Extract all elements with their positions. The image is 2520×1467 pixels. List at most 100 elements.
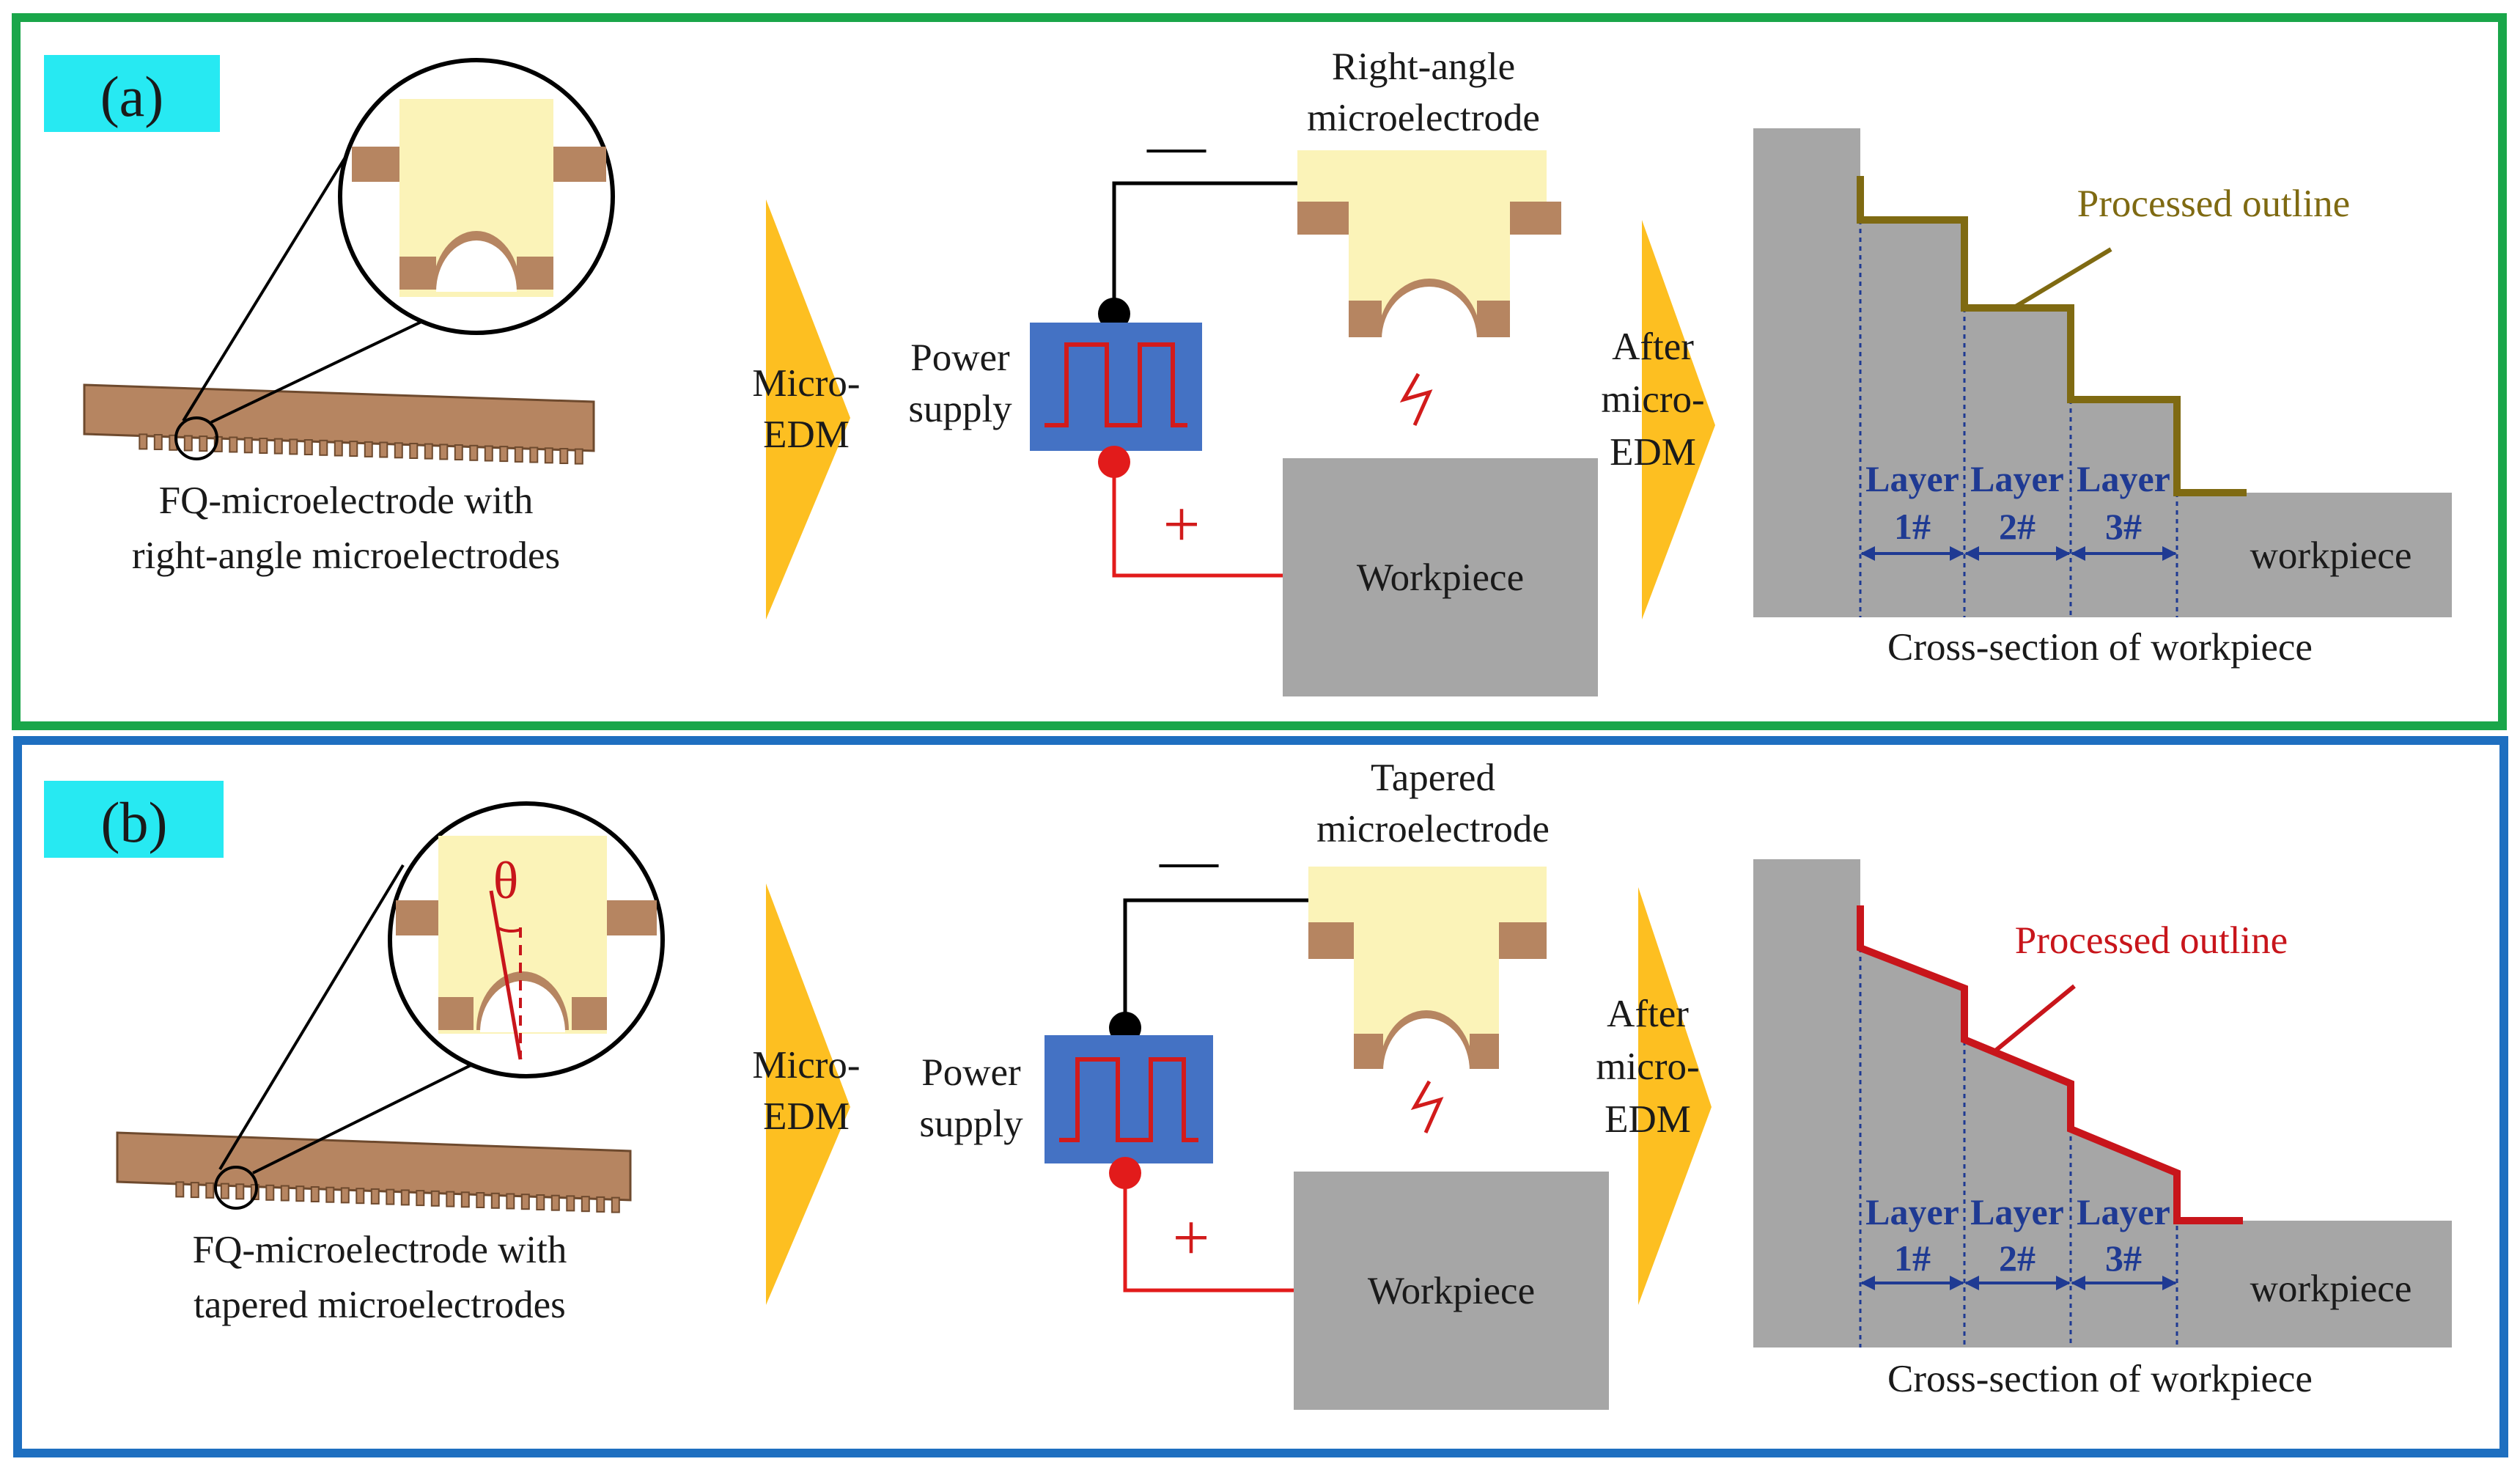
fq-electrode-tooth [460,1191,470,1208]
fq-electrode-tooth [439,444,449,460]
magnified-electrode-view [338,58,615,335]
fq-electrode-tooth [611,1196,620,1213]
fq-electrode-tooth [484,445,493,462]
fq-electrode-tooth [153,434,163,450]
magnified-electrode-step [352,147,399,182]
cross-section [1753,859,2452,1347]
electrode-shank [1297,150,1547,205]
magnified-electrode-hole [476,971,569,1030]
layer-number: 3# [2105,506,2142,547]
positive-wire [1112,473,1283,578]
workpiece-cross-section [1753,128,2452,617]
fq-electrode-tooth [581,1196,590,1213]
section-caption: Cross-section of workpiece [1887,626,2313,669]
cross-section [1753,128,2452,617]
fq-electrode-tooth [400,1189,410,1206]
negative-wire [1123,898,1308,1015]
fq-electrode-tooth [394,442,403,459]
fq-electrode-tooth [175,1181,185,1198]
fq-caption: tapered microelectrodes [194,1284,566,1326]
process-arrow-label: Micro- [752,362,860,405]
workpiece-cross-section [1753,859,2452,1347]
layer-number: 2# [1999,1238,2035,1279]
fq-electrode-bar [83,383,595,452]
electrode-shank [1308,867,1547,924]
fq-electrode-tooth [416,1190,425,1207]
electrode-label: microelectrode [1316,808,1550,850]
panel-a: (a) FQ-microelectrode with right-angle m… [12,13,2507,730]
fq-electrode-teeth [175,1181,620,1213]
panel-a-border [12,13,2507,730]
after-arrow [1642,220,1715,619]
zoom-target-circle [174,416,218,460]
panel-tag-box [44,55,220,132]
power-supply-box [1030,323,1202,451]
fq-electrode-tooth [243,437,253,454]
outline-leader [1992,984,2076,1054]
pulse-waveform-icon [1059,1057,1198,1142]
panel-b: (b) θ FQ-microelectrode with tapered mic… [13,736,2508,1457]
negative-sign: — [1159,828,1219,893]
fq-electrode-tooth [574,448,583,465]
fq-electrode-tooth [340,1187,350,1204]
layer-name: Layer [1970,458,2064,499]
layer-number: 1# [1894,506,1931,547]
magnified-electrode-cavity [480,981,565,1032]
power-supply [1030,181,1297,578]
fq-electrode-tooth [379,441,388,458]
fq-electrode-tooth [280,1185,290,1202]
positive-wire [1123,1184,1294,1293]
fq-electrode-tooth [205,1182,215,1199]
process-arrow [766,199,850,619]
layer-number: 2# [1999,506,2035,547]
outline-label: Processed outline [2077,183,2350,225]
spark-icon [1410,1080,1444,1134]
power-supply-box [1045,1035,1213,1163]
fq-electrode-tooth [520,1194,530,1210]
power-supply-label: supply [919,1103,1023,1145]
power-supply-label: Power [921,1051,1021,1094]
fq-caption: right-angle microelectrodes [132,534,560,577]
fq-electrode-tooth [199,435,208,452]
workpiece-label: Workpiece [1368,1270,1535,1312]
section-workpiece-label: workpiece [2250,534,2412,577]
magnified-electrode-tip [572,997,607,1030]
fq-electrode-tooth [355,1188,365,1205]
after-arrow-label: micro- [1596,1045,1699,1088]
electrode-step [1510,202,1561,235]
fq-electrode-tooth [303,439,313,455]
fq-electrode-tooth [190,1182,199,1199]
fq-electrode-tooth [454,444,463,460]
taper-angle-arc [496,926,521,933]
process-arrow-label: EDM [763,413,850,456]
fq-electrode-tooth [235,1183,245,1200]
fq-electrode-tooth [325,1186,335,1203]
fq-electrode-tooth [310,1186,320,1202]
panel-tag: (a) [100,65,164,128]
fq-electrode-tooth [424,443,433,460]
workpiece-block [1283,458,1598,696]
process-arrow-label: EDM [763,1095,850,1138]
zoom-line [182,145,353,422]
fq-electrode-tooth [499,446,509,463]
layer-name: Layer [2077,1191,2170,1232]
electrode-tip [1354,1034,1383,1069]
layer-number: 1# [1894,1238,1931,1279]
magnified-electrode-hole [432,231,520,290]
electrode-hole [1378,279,1481,337]
fq-electrode-tooth [409,443,419,459]
zoom-target-circle [214,1166,258,1210]
fq-electrode-tooth [430,1190,440,1207]
workpiece-label: Workpiece [1357,556,1524,599]
after-arrow-label: EDM [1610,431,1696,474]
electrode-label: Tapered [1371,757,1495,799]
fq-microelectrode [116,864,632,1213]
electrode-tip [1349,301,1382,337]
after-arrow-label: micro- [1601,378,1704,421]
panel-tag: (b) [101,790,168,854]
fq-electrode-tooth [319,439,328,456]
positive-sign: + [1173,1202,1210,1274]
magnified-electrode-tip [517,257,553,290]
fq-electrode-tooth [506,1193,515,1210]
